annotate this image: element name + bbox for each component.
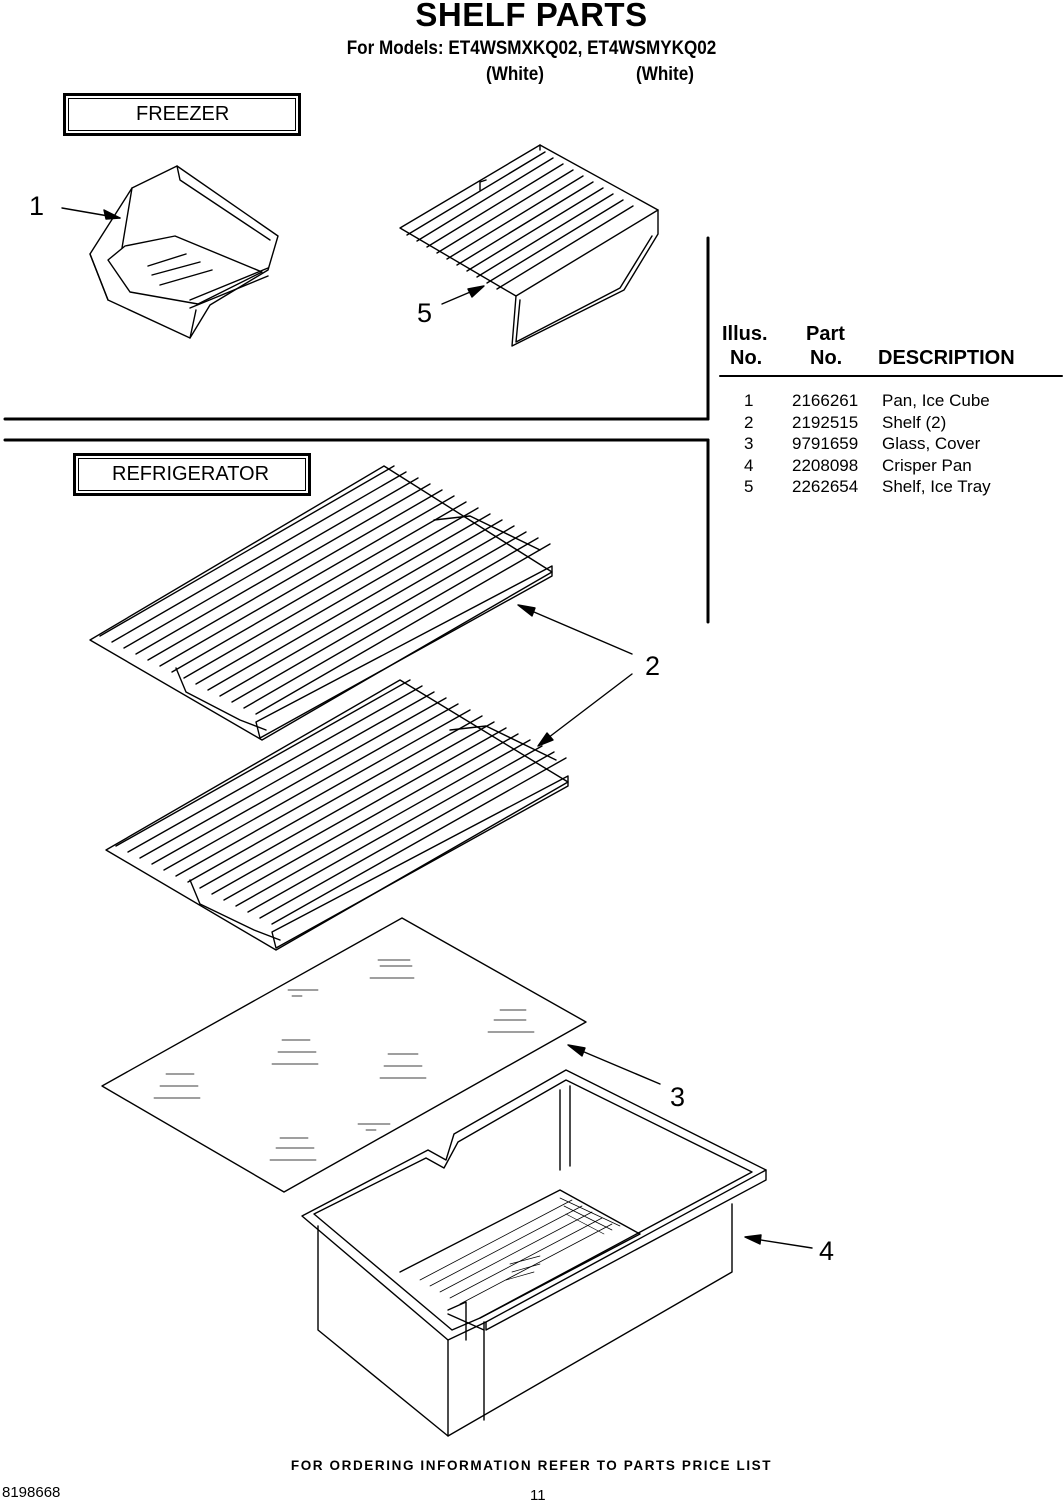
part-header-line1: Part (806, 323, 845, 345)
ice-tray-shelf-drawing (399, 144, 659, 347)
lower-shelf-drawing (105, 679, 569, 951)
part-description: Crisper Pan (882, 455, 972, 475)
callout-5-arrow (441, 285, 485, 305)
crisper-pan-drawing (301, 1069, 767, 1437)
callout-2: 2 (645, 651, 661, 681)
callout-1-arrow (61, 207, 121, 220)
ordering-note: FOR ORDERING INFORMATION REFER TO PARTS … (290, 1458, 773, 1473)
document-number: 8198668 (2, 1484, 61, 1501)
page-number: 11 (530, 1487, 546, 1504)
illus-header-line1: Illus. (722, 323, 768, 345)
table-row: 1 2166261 Pan, Ice Cube (722, 390, 1062, 412)
part-no: 2262654 (792, 477, 859, 496)
page-title: SHELF PARTS (415, 0, 648, 33)
illus-no: 4 (744, 455, 754, 475)
illus-no: 2 (744, 412, 754, 432)
freezer-divider (3, 236, 710, 421)
glass-cover-drawing (101, 917, 587, 1193)
part-description: Pan, Ice Cube (882, 391, 990, 410)
part-description: Glass, Cover (882, 434, 981, 453)
illus-no: 5 (744, 477, 754, 496)
freezer-section-label: FREEZER (63, 93, 301, 136)
illus-no: 3 (744, 434, 754, 453)
callout-5: 5 (417, 298, 433, 328)
callout-4-arrow (744, 1234, 813, 1249)
callout-3-arrow (567, 1044, 661, 1085)
table-row: 4 2208098 Crisper Pan (722, 455, 1062, 477)
part-header-line2: No. (810, 347, 843, 369)
illus-header-line2: No. (730, 347, 763, 369)
parts-table-body: 1 2166261 Pan, Ice Cube 2 2192515 Shelf … (722, 390, 1062, 500)
table-row: 2 2192515 Shelf (2) (722, 412, 1062, 434)
illus-no: 1 (744, 391, 754, 410)
models-line: For Models: ET4WSMXKQ02, ET4WSMYKQ02 (346, 38, 717, 59)
part-no: 2166261 (792, 391, 859, 410)
model-variant-1: (White) (486, 64, 544, 85)
part-description: Shelf, Ice Tray (882, 477, 991, 496)
callout-3: 3 (670, 1082, 686, 1112)
parts-table-header: Illus. No. Part No. DESCRIPTION (720, 322, 1063, 382)
callout-2-arrows (517, 604, 633, 747)
freezer-label-text: FREEZER (136, 103, 230, 125)
part-no: 2208098 (792, 455, 859, 475)
refrigerator-divider (3, 438, 710, 624)
ice-cube-pan-drawing (89, 165, 279, 339)
model-variant-2: (White) (636, 64, 694, 85)
part-no: 2192515 (792, 412, 859, 432)
description-header: DESCRIPTION (878, 347, 1015, 369)
part-description: Shelf (2) (882, 412, 947, 432)
callout-4: 4 (819, 1236, 835, 1266)
part-no: 9791659 (792, 434, 859, 453)
callout-1: 1 (29, 191, 45, 221)
table-row: 3 9791659 Glass, Cover (722, 433, 1062, 455)
refrigerator-section-label: REFRIGERATOR (73, 453, 311, 496)
refrigerator-label-text: REFRIGERATOR (112, 463, 270, 485)
table-row: 5 2262654 Shelf, Ice Tray (722, 476, 1062, 498)
upper-shelf-drawing (89, 465, 553, 741)
